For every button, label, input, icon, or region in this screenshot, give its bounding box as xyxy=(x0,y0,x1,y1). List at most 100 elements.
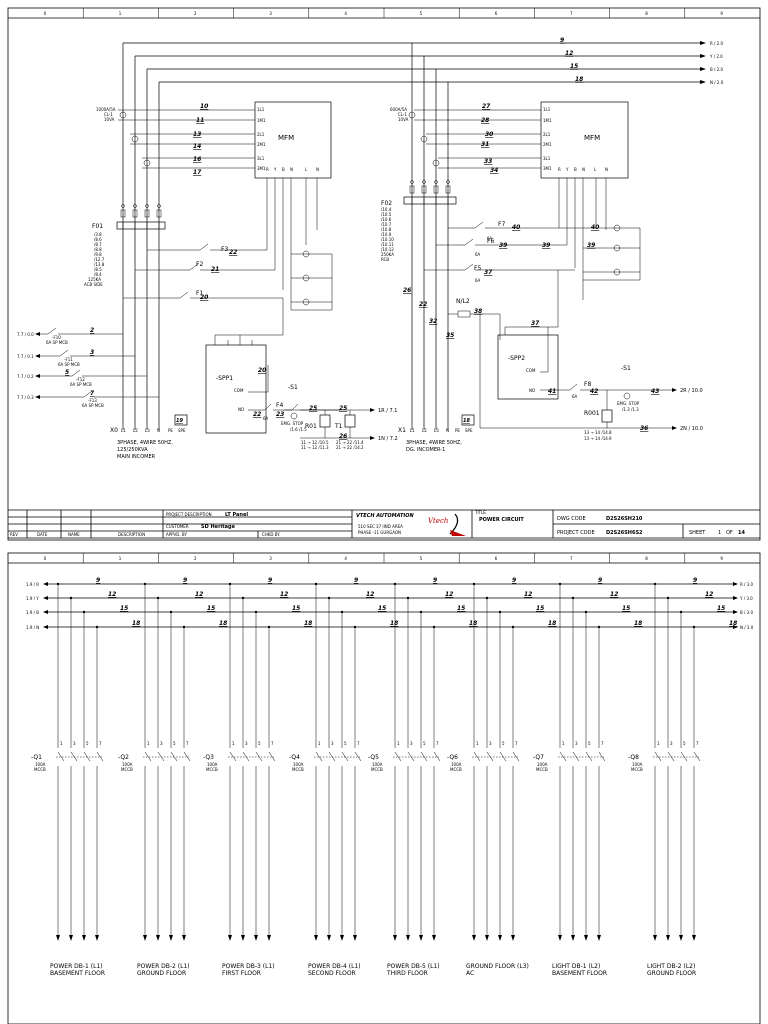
fuse-f8-rating: 6A xyxy=(572,394,578,399)
feeder-location: THIRD FLOOR xyxy=(386,970,428,977)
dropper-fuse xyxy=(409,185,415,194)
vtech-logo: Vtech xyxy=(428,513,466,536)
mccb-tag: -Q2 xyxy=(118,754,129,761)
fuse-1-ref-1: /8.6 xyxy=(94,237,102,242)
feeder-arrow xyxy=(432,935,436,941)
sp-wire-40b: 40 xyxy=(591,224,599,231)
fuse-f4: F4 xyxy=(276,402,283,409)
fuse-2-ref-1: /10.5 xyxy=(381,212,392,217)
mcb-row-ref: 7.7 / 0.0 xyxy=(17,332,34,337)
sp-wire-21: 21 xyxy=(211,266,219,273)
ct2-wire-2: 28 xyxy=(481,117,489,124)
tb-project-code: D2S26SH6S2 xyxy=(606,530,643,536)
incomer-1-caption-1: 125/250KVA xyxy=(117,447,148,453)
dropper-fuse xyxy=(120,209,126,218)
sp-fuse-f3: F3 xyxy=(221,246,228,253)
nl2-wire: 38 xyxy=(474,308,482,315)
bus-tap-dot xyxy=(666,596,670,600)
fuse-2-ref-5: /10.9 xyxy=(381,232,392,237)
fuse-2-ref-0: /10.4 xyxy=(381,207,392,212)
mcb-row-rating: 6A SP MCB xyxy=(46,340,68,345)
mcb-row-rating: 6A SP MCB xyxy=(58,362,80,367)
feeder-name: POWER DB-3 (L1) xyxy=(222,963,275,970)
feeder-name: LIGHT DB-1 (L2) xyxy=(552,963,600,970)
mcb-row-ref: 7.7 / 0.1 xyxy=(17,354,34,359)
mfm-2-term-3l1: 3L1 xyxy=(543,156,551,161)
term-2-l1: L1 xyxy=(410,428,415,433)
tb-appvd: APPVD. BY xyxy=(166,532,187,537)
mcb-row-rating: 6A SP MCB xyxy=(82,403,104,408)
stop-1-tag: -S1 xyxy=(288,384,298,391)
fuse-1-ref-4: /9.8 xyxy=(94,252,102,257)
feeder-pole-wire xyxy=(268,627,276,935)
out-2r: 2R / 10.0 xyxy=(680,388,703,394)
feeder-arrow xyxy=(393,935,397,941)
mcb-row-tag: -F11 xyxy=(64,357,73,362)
feeder-location: AC xyxy=(466,970,474,977)
pole-number: 3 xyxy=(575,741,578,746)
fuse-f8: F8 xyxy=(584,381,591,388)
column-number: 7 xyxy=(570,11,573,16)
pole-number: 5 xyxy=(588,741,591,746)
bus-tap-dot xyxy=(241,596,245,600)
tb-rev: REV xyxy=(10,532,18,537)
feeder-arrow xyxy=(406,935,410,941)
mfm-2-box xyxy=(540,101,629,179)
feeder-pole-wire xyxy=(572,598,580,935)
feeder-location: GROUND FLOOR xyxy=(137,970,186,977)
title-block: REV DATE NAME DESCRIPTION APPVD. BY CHKD… xyxy=(8,509,760,539)
fuse-1-note-1: ACB SIDE xyxy=(84,282,103,287)
mfm-1-term-1m1: 1M1 xyxy=(257,118,266,123)
contact-2: 11 → 12 /11.3 xyxy=(301,445,329,450)
tb-dwg-code-label: DWG CODE xyxy=(557,516,586,522)
feeder-name: POWER DB-5 (L1) xyxy=(387,963,440,970)
sp-fuse-f5: F5 xyxy=(474,265,481,272)
dropper-fuse xyxy=(144,209,150,218)
bus-wire-number: 12 xyxy=(195,591,203,598)
pole-number: 3 xyxy=(160,741,163,746)
bus-wire-number: 18 xyxy=(469,620,477,627)
feeder-pole-wire xyxy=(559,584,567,935)
sp-wire-40: 40 xyxy=(512,224,520,231)
mccb-rating: 100A xyxy=(207,762,218,767)
side-wire-35: 35 xyxy=(446,332,454,339)
contact-1: 11 → 12 /10.5 xyxy=(301,440,329,445)
tb-project-code-label: PROJECT CODE xyxy=(557,530,595,536)
term-1-l2: L2 xyxy=(133,428,138,433)
mccb-type: MCCB xyxy=(536,767,548,772)
tb-address-1: PHASE -11 GURGAON xyxy=(358,530,401,535)
bus-wire-number: 15 xyxy=(457,605,465,612)
mccb-type: MCCB xyxy=(206,767,218,772)
bus-tap-dot xyxy=(143,582,147,586)
bus-wire-number: 9 xyxy=(183,577,187,584)
bus-wire-number: 15 xyxy=(120,605,128,612)
mccb-rating: 100A xyxy=(35,762,46,767)
mccb-type: MCCB xyxy=(121,767,133,772)
fuse-2-ref-3: /10.7 xyxy=(381,222,392,227)
column-number: 8 xyxy=(645,11,648,16)
term-2-spe: SPE xyxy=(465,428,473,433)
bus-tap-dot xyxy=(558,582,562,586)
mccb-tag: -Q7 xyxy=(533,754,544,761)
bus-out-n: N / 3.0 xyxy=(740,625,754,630)
ct2-wire-3: 30 xyxy=(485,131,493,138)
feeder-pole-wire xyxy=(486,598,494,935)
feeder-arrow xyxy=(472,935,476,941)
f6-rating: 6A xyxy=(475,252,481,257)
ct2-wire-6: 34 xyxy=(490,167,498,174)
pole-number: 3 xyxy=(489,741,492,746)
mfm-2-term-1l1: 1L1 xyxy=(543,107,551,112)
feeder-arrow xyxy=(558,935,562,941)
bus-wire-number: 9 xyxy=(512,577,516,584)
pole-number: 3 xyxy=(331,741,334,746)
bus-wire-number: 15 xyxy=(378,605,386,612)
mfm-1-term-b: B xyxy=(282,167,285,172)
feeder-location: FIRST FLOOR xyxy=(222,970,261,977)
bus-tap-dot xyxy=(267,625,271,629)
dropper-terminal xyxy=(434,180,438,184)
